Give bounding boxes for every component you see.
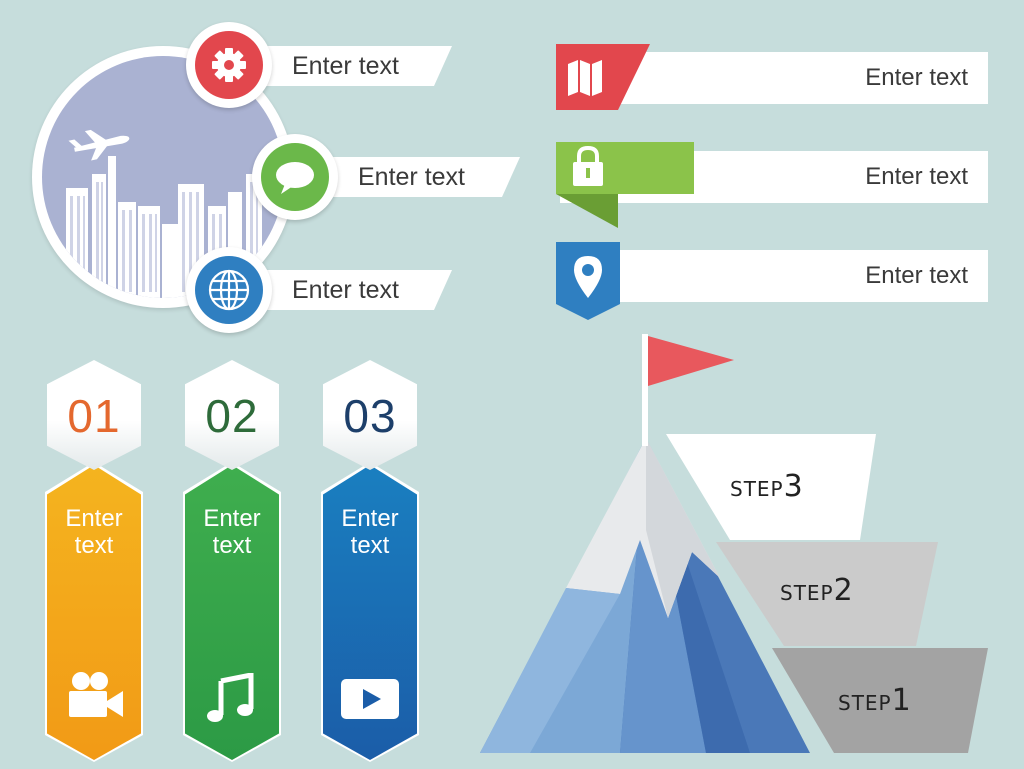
map-icon	[568, 60, 602, 96]
column-3-number: 03	[323, 360, 417, 470]
column-1: Enter text	[47, 465, 141, 760]
step-1-number: 1	[891, 683, 912, 718]
music-note-icon	[207, 673, 254, 722]
info-bar-3: Enter text	[560, 250, 988, 302]
gear-icon	[212, 48, 246, 82]
column-1-label-line2: text	[74, 532, 114, 559]
column-3-label: Enter text	[323, 505, 417, 559]
play-button-icon	[341, 679, 399, 719]
column-1-number: 01	[47, 360, 141, 470]
banner-1-label: Enter text	[292, 52, 399, 80]
banner-3: Enter text	[262, 270, 452, 310]
airplane-icon	[68, 129, 130, 161]
column-2: Enter text	[185, 465, 279, 760]
lock-tag	[556, 142, 694, 228]
step-2-label: STEP2	[780, 573, 854, 608]
step-2-prefix: STEP	[780, 581, 834, 605]
step-1-label: STEP1	[838, 683, 912, 718]
location-pin-icon	[574, 256, 602, 298]
banner-1: Enter text	[262, 46, 452, 86]
column-1-label-line1: Enter	[65, 505, 123, 532]
column-1-label: Enter text	[47, 505, 141, 559]
step-3-prefix: STEP	[730, 477, 784, 501]
step-3-shelf	[666, 434, 876, 540]
banner-3-label: Enter text	[292, 276, 399, 304]
step-2-number: 2	[833, 573, 854, 608]
speech-bubble-icon	[276, 162, 314, 194]
video-camera-icon	[69, 672, 123, 717]
step-2-shelf	[716, 542, 938, 646]
info-bar-1-label: Enter text	[865, 64, 968, 91]
column-3: Enter text	[323, 465, 417, 760]
step-3-number: 3	[783, 469, 804, 504]
banner-3-badge	[186, 247, 272, 333]
lock-icon	[573, 145, 603, 186]
location-tag	[556, 242, 620, 320]
column-2-number: 02	[185, 360, 279, 470]
globe-icon	[208, 269, 250, 311]
column-2-label-line1: Enter	[203, 505, 261, 532]
flag-icon	[642, 334, 734, 446]
column-2-label: Enter text	[185, 505, 279, 559]
column-3-label-line2: text	[350, 532, 390, 559]
step-1-prefix: STEP	[838, 691, 892, 715]
column-2-label-line2: text	[212, 532, 252, 559]
banner-2-label: Enter text	[358, 163, 465, 191]
info-bar-3-label: Enter text	[865, 262, 968, 289]
info-bar-2-label: Enter text	[865, 163, 968, 190]
map-tag	[556, 44, 650, 110]
banner-1-badge	[186, 22, 272, 108]
step-1-shelf	[772, 648, 988, 753]
banner-2: Enter text	[328, 157, 520, 197]
mountain	[480, 438, 810, 753]
banner-2-badge	[252, 134, 338, 220]
column-3-label-line1: Enter	[341, 505, 399, 532]
mountain-steps-graphic	[480, 334, 988, 753]
step-3-label: STEP3	[730, 469, 804, 504]
